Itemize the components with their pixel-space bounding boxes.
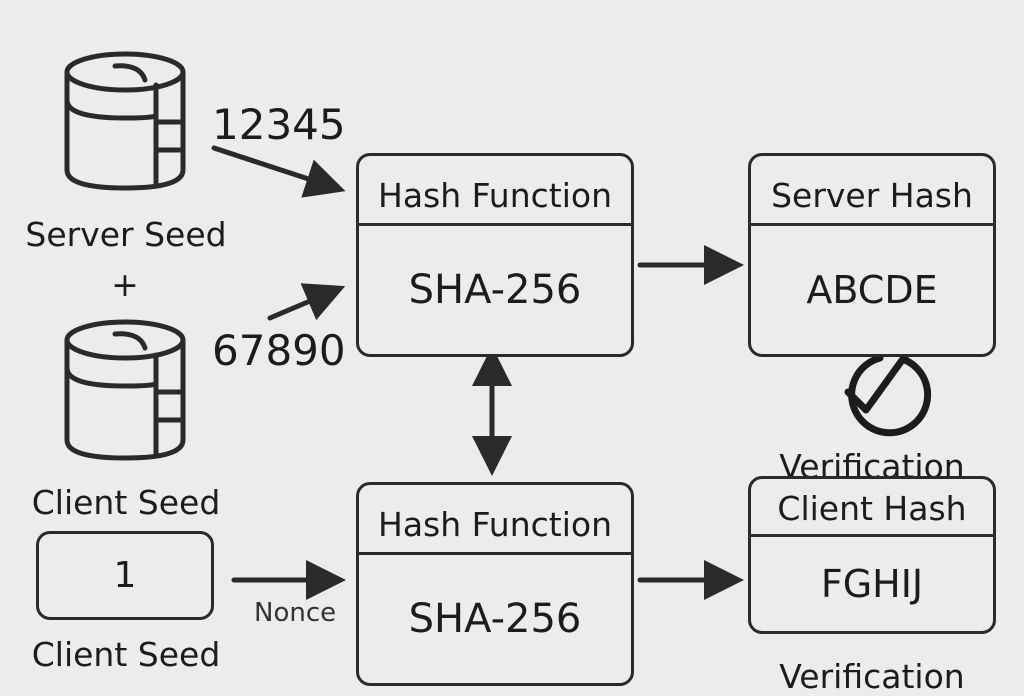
client-seed-value-bottom: 1 — [113, 555, 137, 596]
check-circle-icon — [844, 348, 932, 437]
hash-function-box-bottom: Hash Function SHA-256 — [356, 482, 634, 686]
client-seed-value-box: 1 — [36, 531, 214, 620]
client-hash-value: FGHIJ — [820, 562, 924, 606]
server-hash-value: ABCDE — [806, 268, 938, 312]
hash-function-box-top: Hash Function SHA-256 — [356, 153, 634, 357]
verification-label-bottom: Verification — [779, 657, 965, 696]
server-seed-value: 12345 — [212, 100, 346, 149]
server-hash-title: Server Hash — [751, 156, 993, 226]
hash-function-title-bottom: Hash Function — [359, 485, 631, 555]
server-seed-label: Server Seed — [25, 215, 227, 254]
arrow-server-seed-to-hash — [211, 145, 346, 198]
server-hash-box: Server Hash ABCDE — [748, 153, 996, 357]
client-hash-title: Client Hash — [751, 479, 993, 537]
hash-function-title-top: Hash Function — [359, 156, 631, 226]
client-seed-value: 67890 — [212, 326, 346, 375]
client-seed-database-icon — [64, 319, 186, 461]
plus-sign: + — [111, 265, 139, 304]
arrow-client-seed-to-hash — [267, 283, 346, 321]
hash-function-algorithm-top: SHA-256 — [408, 267, 582, 313]
client-seed-label-top: Client Seed — [31, 483, 221, 522]
hash-function-algorithm-bottom: SHA-256 — [408, 596, 582, 642]
server-seed-database-icon — [64, 51, 186, 191]
client-hash-box: Client Hash FGHIJ — [748, 476, 996, 634]
client-seed-label-bottom: Client Seed — [31, 635, 221, 674]
nonce-label: Nonce — [254, 598, 337, 628]
